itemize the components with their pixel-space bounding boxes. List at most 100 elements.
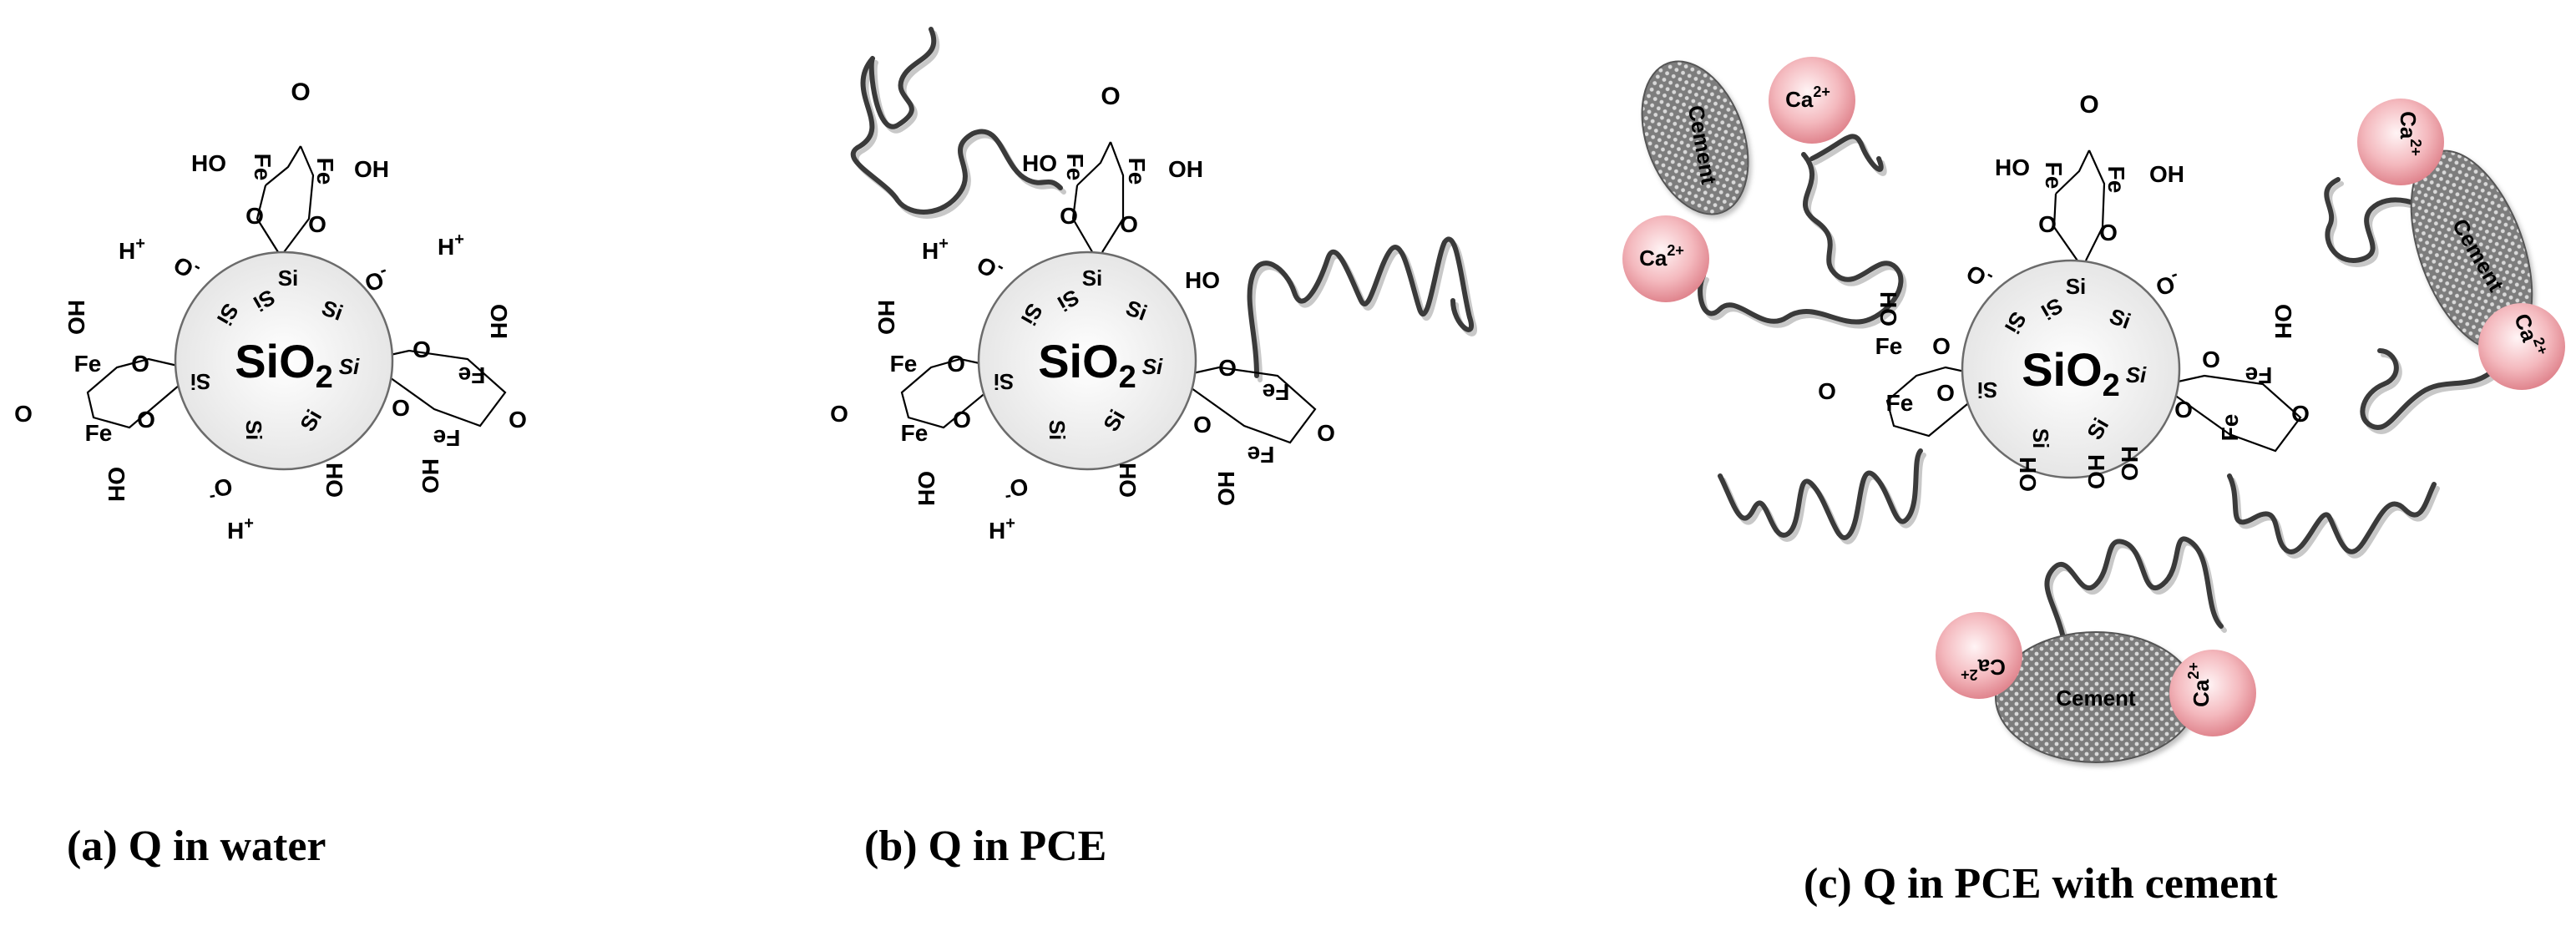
o-label: O [1060,203,1078,229]
panel-c-bonds [1885,149,2302,453]
fe-label: Fe [2217,414,2243,442]
o-label: O [509,407,527,433]
fe-label: Fe [1875,333,1903,359]
o-label: O [1936,380,1955,406]
calcium-ion: Ca2+ [1622,215,1709,302]
si-label: Si [2126,362,2147,387]
h-ion-label: H+ [922,235,949,264]
oh-label: OH [354,156,389,182]
panel-c-caption: (c) Q in PCE with cement [1804,860,2278,908]
o-label: O [412,336,431,362]
o-top-label: O [291,78,310,106]
o-minus-label: O- [169,246,205,286]
h-ion-label: H+ [227,514,254,544]
calcium-ion: Ca2+ [2357,99,2444,185]
svg-text:Ca2+: Ca2+ [1961,655,2006,683]
fe-label: Fe [2103,166,2129,194]
si-label: Si [994,369,1015,394]
o-minus-label: O- [1961,255,1998,294]
ho-label: HO [63,300,89,335]
calcium-ion: Ca2+ [2169,650,2256,736]
ho-label: HO [1022,150,1057,176]
svg-text:Ca2+: Ca2+ [2396,111,2424,156]
h-ion-label: H+ [989,514,1015,544]
fe-label: Fe [2041,162,2067,190]
pce-chain [1247,236,1474,378]
panel-a-caption: (a) Q in water [67,822,326,870]
panel-b-chains [850,27,1477,382]
svg-text:Ca2+: Ca2+ [2185,662,2214,707]
o-label: O [131,351,149,377]
o-label: O [2202,347,2220,372]
o-label: O [2174,397,2193,423]
ho-label: HO [191,150,226,176]
o-label: O [1317,420,1335,446]
svg-text:Ca2+: Ca2+ [1785,83,1830,112]
fe-label: Fe [74,351,102,377]
oh-label: OH [418,458,443,493]
ho-label: HO [873,300,899,335]
pce-chain [2227,473,2437,554]
o-label: O [830,401,848,427]
o-label: O [392,395,410,421]
panel-b: SiO2 Si Si Si Si Si Si Si Si O Fe Fe HO … [830,27,1477,870]
sio2-core-label: SiO2 [2022,343,2120,403]
calcium-ion: Ca2+ [1769,57,1855,144]
pce-chain [2044,536,2224,637]
o-label: O [2099,220,2118,245]
cement-particle: Cement [1641,60,1749,215]
oh-label: OH [2015,457,2041,492]
oh-label: OH [2149,161,2184,187]
cement-particle: Cement [2410,149,2533,352]
o-label: O [1193,412,1212,438]
pce-chain [1718,448,1923,540]
fe-label: Fe [1263,379,1290,405]
fe-label: Fe [312,158,338,185]
si-label: Si [2066,274,2087,299]
panel-c: Cement Cement Cement Ca2+ Ca2+ Ca2+ Ca2+ [1622,57,2565,908]
si-label: Si [1082,266,1103,291]
si-label: Si [278,266,299,291]
oh-label: OH [913,471,939,506]
cement-label: Cement [2056,686,2136,711]
oh-label: OH [1168,156,1203,182]
fe-label: Fe [1248,442,1275,468]
oh-label: OH [104,467,129,502]
oh-label: OH [2270,304,2296,339]
o-minus-label: O- [2150,263,2184,301]
o-top-label: O [1101,83,1120,110]
o-label: O [2291,401,2310,427]
fe-label: Fe [1062,154,1088,181]
si-label: Si [339,354,360,379]
sio2-particle [977,250,1197,471]
h-ion-label: H+ [119,235,145,264]
o-top-label: O [2079,91,2098,119]
calcium-ion: Ca2+ [2478,303,2565,390]
sio2-particle [1961,259,2181,479]
pce-chain [2327,181,2452,267]
fe-label: Fe [458,362,486,388]
o-label: O [953,407,971,433]
o-label: O [1932,333,1951,359]
oh-label: OH [1115,463,1141,498]
o-label: O [1120,211,1138,237]
panel-c-chains [1698,134,2503,641]
pce-chain [1250,240,1477,382]
si-label: Si [1045,420,1070,441]
svg-text:Ca2+: Ca2+ [1639,242,1684,271]
fe-label: Fe [890,351,918,377]
fe-label: Fe [1886,390,1914,416]
fe-label: Fe [901,420,929,446]
o-label: O [308,211,326,237]
oh-label: OH [2117,446,2143,481]
panel-b-caption: (b) Q in PCE [864,822,1106,870]
panel-a: SiO2 Si Si Si Si Si Si Si Si O Fe Fe HO … [14,78,527,870]
o-label: O [947,351,965,377]
o-label: O [137,407,155,433]
panel-a-bonds [86,145,507,429]
o-minus-label: O- [972,246,1009,286]
sio2-particle [174,250,394,471]
fe-label: Fe [433,425,461,451]
oh-label: OH [321,463,347,498]
